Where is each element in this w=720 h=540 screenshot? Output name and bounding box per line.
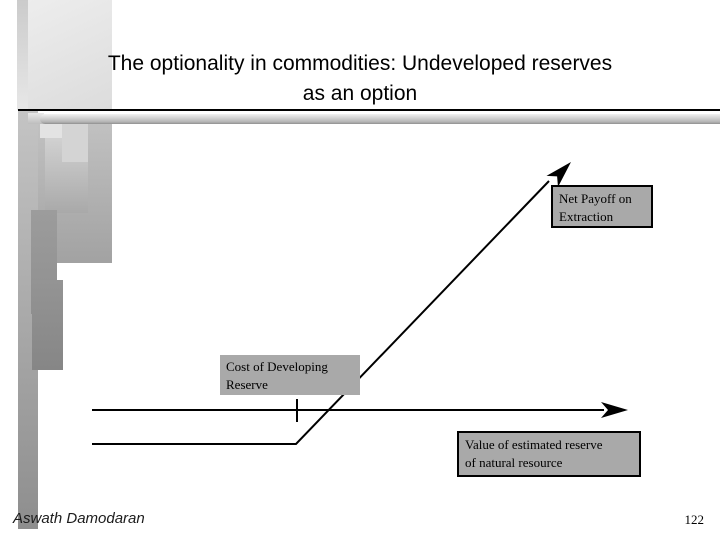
page-title-line2: as an option bbox=[302, 82, 418, 105]
net-payoff-label-line2: Extraction bbox=[559, 209, 614, 224]
page-number: 122 bbox=[684, 512, 705, 527]
net-payoff-label-line1: Net Payoff on bbox=[559, 191, 632, 206]
value-label-line1: Value of estimated reserve bbox=[465, 437, 603, 452]
cost-label-box: Cost of Developing Reserve bbox=[220, 355, 360, 395]
title-bar-3d bbox=[40, 114, 720, 124]
page-title: The optionality in commodities: Undevelo… bbox=[0, 49, 720, 109]
value-axis-arrowhead-icon bbox=[601, 402, 628, 418]
value-label-line2: of natural resource bbox=[465, 455, 563, 470]
cost-label-line1: Cost of Developing bbox=[226, 359, 328, 374]
title-rule-line bbox=[18, 109, 720, 111]
net-payoff-label-box: Net Payoff on Extraction bbox=[551, 185, 653, 228]
value-label-box: Value of estimated reserve of natural re… bbox=[457, 431, 641, 477]
decor-step-2 bbox=[62, 124, 88, 162]
payoff-line bbox=[92, 180, 550, 445]
page-title-line1: The optionality in commodities: Undevelo… bbox=[107, 52, 613, 75]
cost-label-line2: Reserve bbox=[226, 377, 268, 392]
title-bar-stub bbox=[28, 113, 44, 124]
decor-block-lower bbox=[32, 280, 63, 370]
footer-author: Aswath Damodaran bbox=[13, 510, 145, 527]
payoff-arrowhead-icon bbox=[546, 162, 571, 187]
decor-strip-top-left bbox=[17, 0, 28, 110]
decor-block-top-left bbox=[28, 0, 112, 110]
